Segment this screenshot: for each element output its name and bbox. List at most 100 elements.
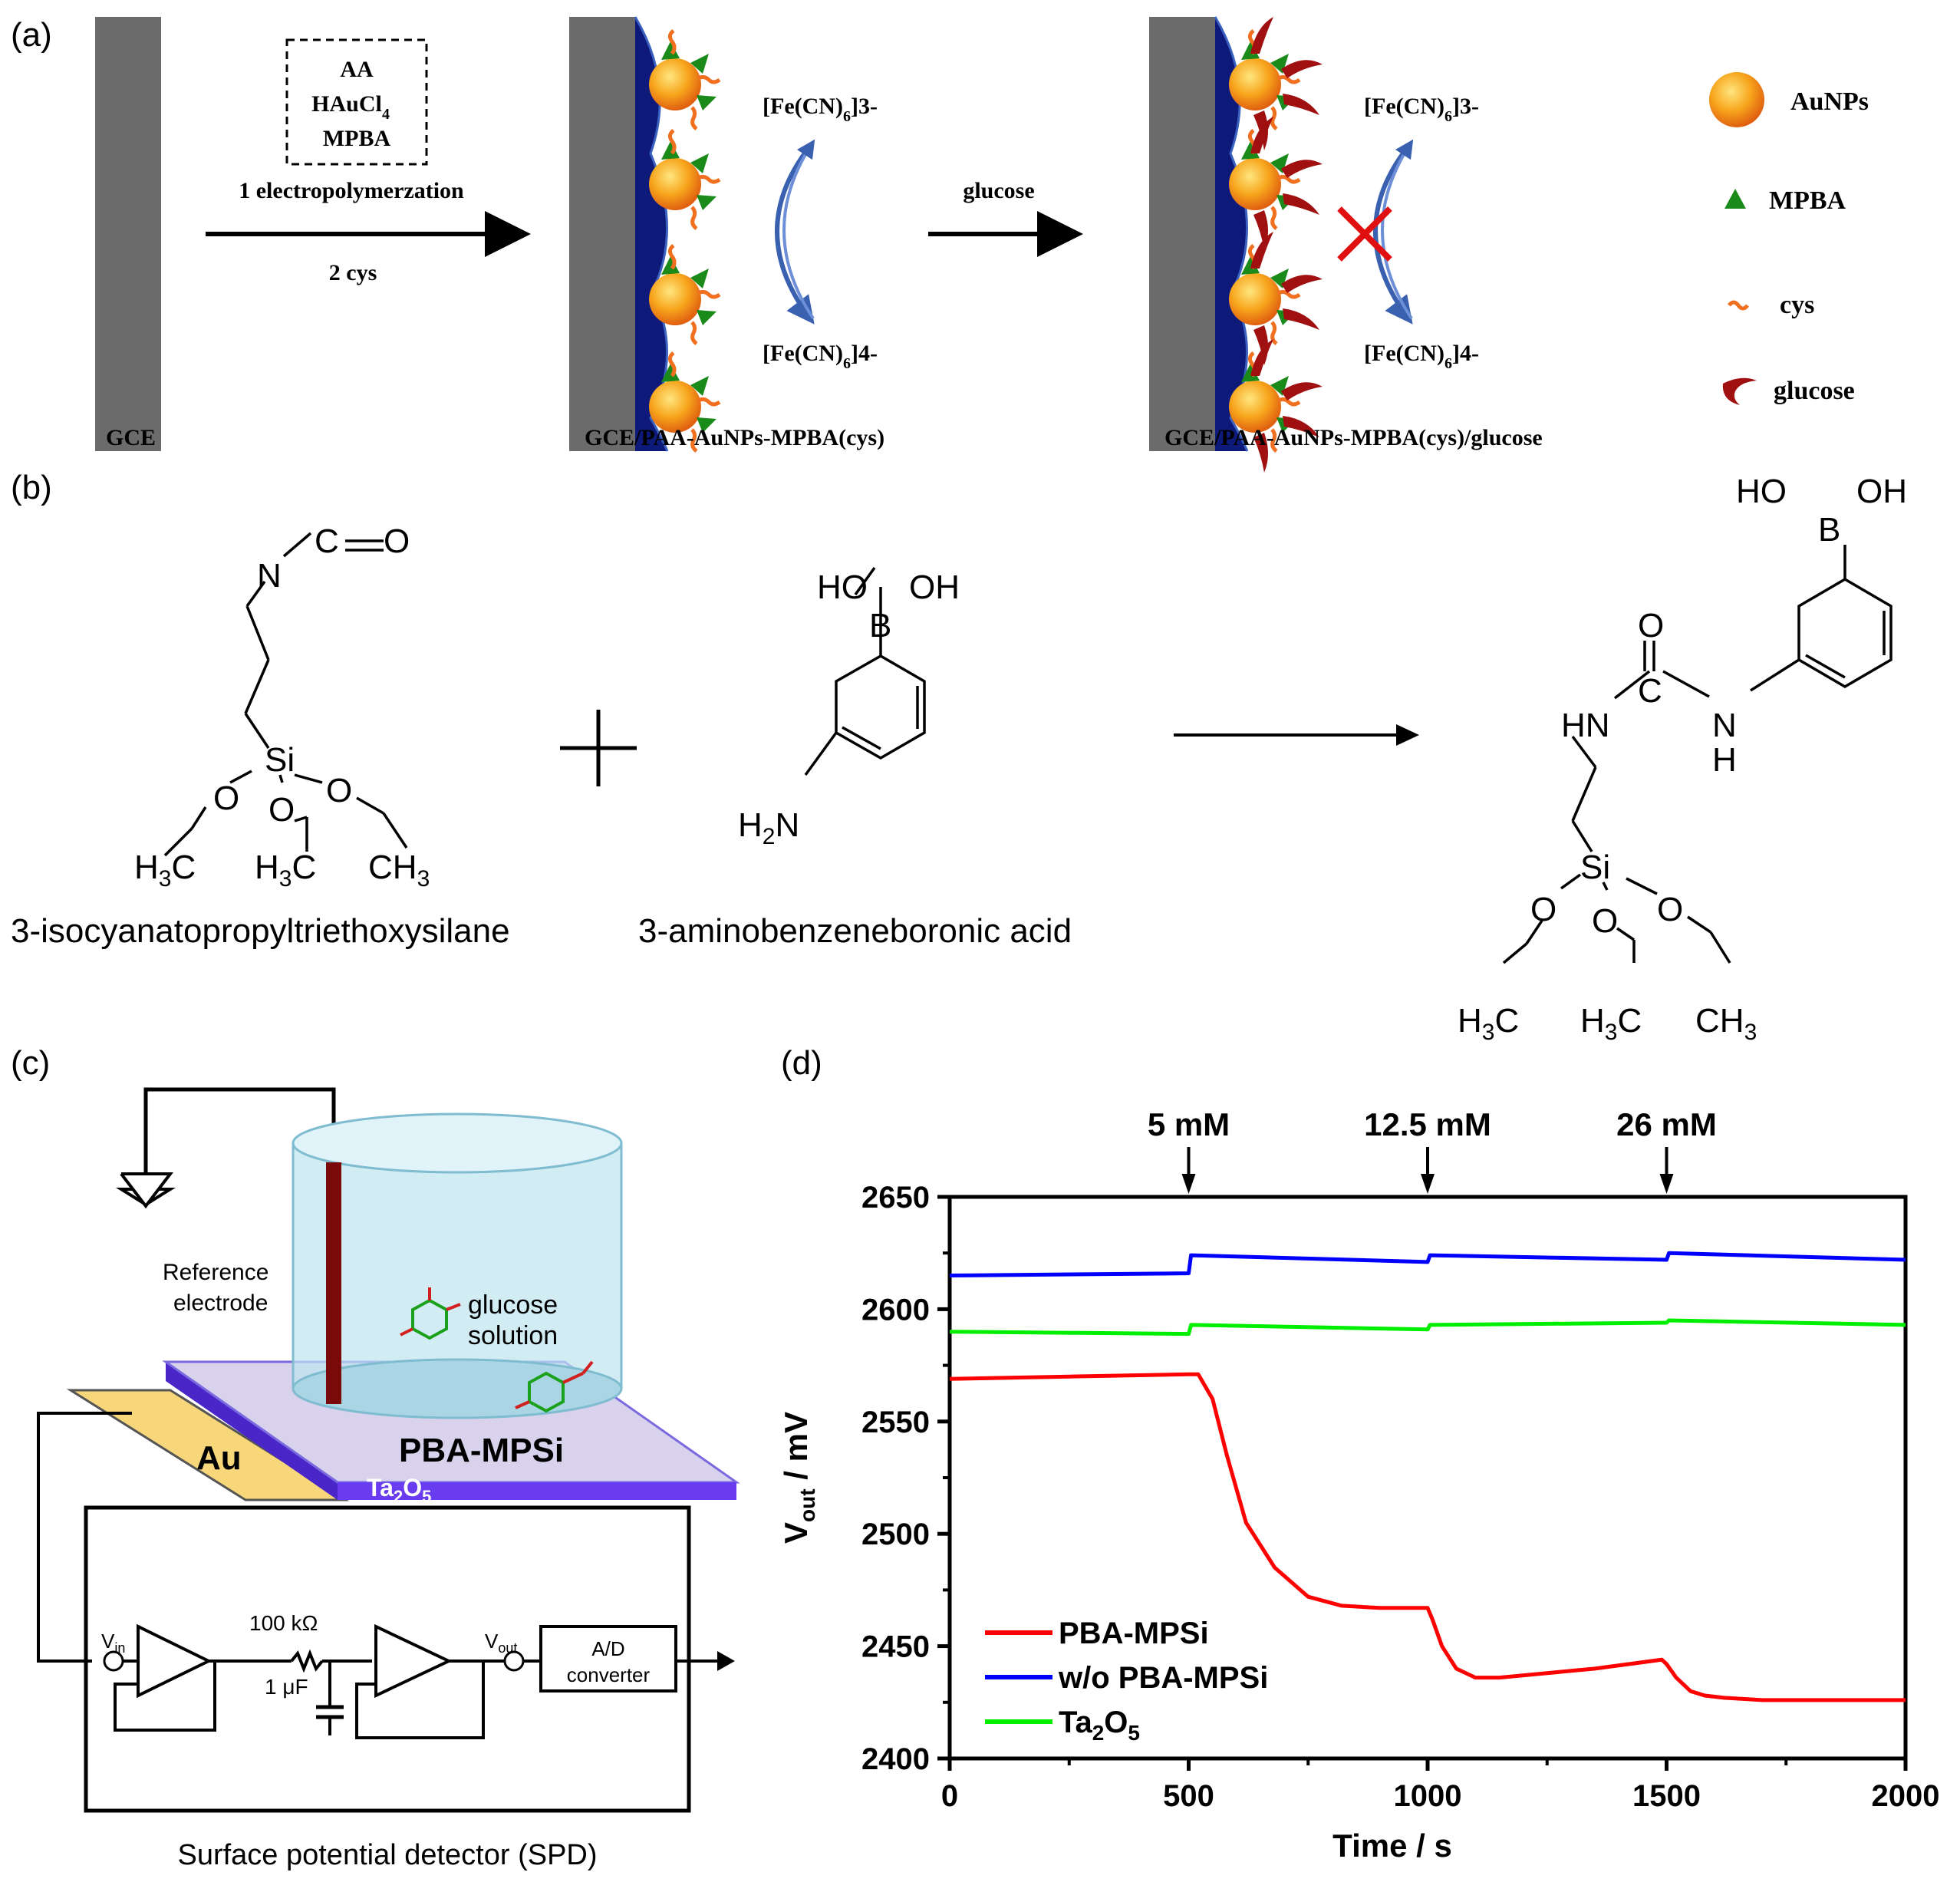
reference-label-1: Reference <box>163 1260 268 1285</box>
y-tick-label: 2450 <box>861 1630 930 1664</box>
atom-o: O <box>384 522 410 560</box>
glucose-legend-icon <box>1722 377 1757 405</box>
product-oh: OH <box>1856 473 1907 510</box>
methyl-2: H3C <box>255 849 316 892</box>
spd-label: Surface potential detector (SPD) <box>177 1839 597 1871</box>
product-structure <box>1502 545 1892 964</box>
annotation-label: 26 mM <box>1616 1106 1717 1142</box>
signal-wire <box>37 1412 132 1663</box>
x-tick-label: 1000 <box>1394 1779 1462 1813</box>
y-tick-label: 2600 <box>861 1293 930 1327</box>
adc-label-2: converter <box>567 1663 651 1686</box>
panel-d-label: (d) <box>781 1044 822 1082</box>
reactant1-structure <box>163 532 408 857</box>
gce-electrode-3 <box>1149 17 1215 451</box>
mpba-legend-icon <box>1724 189 1746 209</box>
atom-c: C <box>315 522 339 560</box>
legend-label-wo-pba-mpsi: w/o PBA-MPSi <box>1058 1661 1268 1695</box>
legend-aunps: AuNPs <box>1790 87 1869 116</box>
step1-label: 1 electropolymerzation <box>239 178 464 203</box>
gce-electrode <box>95 17 161 451</box>
panel-a-label: (a) <box>11 16 52 54</box>
paa-polymer-layer <box>635 17 667 451</box>
legend-cys: cys <box>1780 291 1814 319</box>
adc-label-1: A/D <box>591 1637 624 1660</box>
blocked-cross-icon <box>1337 206 1392 262</box>
vin-label: Vin <box>101 1630 125 1656</box>
capacitor-label: 1 μF <box>265 1675 308 1699</box>
annotation-arrowhead <box>1659 1174 1674 1194</box>
atom-o-3: O <box>326 772 352 809</box>
pba-mpsi-label: PBA-MPSi <box>399 1432 564 1469</box>
au-label: Au <box>196 1439 242 1477</box>
legend-glucose: glucose <box>1774 377 1855 405</box>
plus-sign <box>560 710 637 786</box>
reagent-mpba: MPBA <box>323 126 391 151</box>
reagent-haucl: HAuCl <box>311 91 382 117</box>
panel-b-label: (b) <box>11 469 52 506</box>
reactant2-structure <box>804 566 926 776</box>
annotation-arrowhead <box>1421 1174 1435 1194</box>
glucose-step-label: glucose <box>963 178 1034 203</box>
glucose-molecule-icon-2 <box>515 1360 594 1413</box>
y-axis-title: Vout / mV <box>778 1412 819 1544</box>
series-line-0 <box>949 1372 1906 1702</box>
electrode3-label: GCE/PAA-AuNPs-MPBA(cys)/glucose <box>1164 425 1543 450</box>
product-carbonyl-o: O <box>1638 607 1664 644</box>
atom-oh-2: OH <box>909 569 960 606</box>
gce-label: GCE <box>106 425 156 450</box>
x-tick-label: 500 <box>1163 1779 1214 1813</box>
solution-label-1: glucose <box>468 1290 558 1320</box>
buffer-amp-2 <box>374 1623 453 1699</box>
ferrocyanide-label-2: [Fe(CN)6]4- <box>1364 341 1479 372</box>
y-tick-label: 2400 <box>861 1742 930 1776</box>
product-o-1: O <box>1530 891 1556 928</box>
chart-legend: PBA-MPSi w/o PBA-MPSi Ta2O5 <box>985 1617 1268 1745</box>
spd-box <box>84 1505 691 1813</box>
resistor-label: 100 kΩ <box>249 1611 318 1635</box>
reagent-aa: AA <box>340 57 374 82</box>
x-tick-label: 0 <box>941 1779 958 1813</box>
product-methyl-3: CH3 <box>1695 1002 1757 1045</box>
amine-group: H2N <box>738 806 799 849</box>
panel-c-label: (c) <box>11 1044 50 1082</box>
product-ho: HO <box>1736 473 1787 510</box>
glucose-molecule-icon <box>400 1287 461 1340</box>
redox-arrow-reduction <box>775 143 815 325</box>
product-b: B <box>1818 511 1840 549</box>
atom-o-2: O <box>268 791 295 829</box>
reagent-haucl-sub: 4 <box>382 106 390 123</box>
annotation-label: 5 mM <box>1148 1106 1230 1142</box>
paa-polymer-layer-3 <box>1215 17 1247 451</box>
legend-label-pba-mpsi: PBA-MPSi <box>1059 1617 1209 1650</box>
legend-mpba: MPBA <box>1769 186 1846 215</box>
series-line-2 <box>949 1318 1906 1337</box>
solution-label-2: solution <box>468 1321 558 1350</box>
resistor-icon <box>290 1649 324 1673</box>
x-tick-label: 1500 <box>1632 1779 1701 1813</box>
panel-c: (c) Au Ta2O5 PBA-MPSi Reference electrod… <box>11 1044 740 1871</box>
gce-electrode-2 <box>569 17 635 451</box>
reference-label-2: electrode <box>173 1290 268 1316</box>
ta2o5-layer <box>166 1362 736 1500</box>
product-methyl-2: H3C <box>1580 1002 1642 1045</box>
reference-electrode-rod <box>326 1162 341 1404</box>
ferricyanide-label-2: [Fe(CN)6]3- <box>1364 94 1479 125</box>
product-o-2: O <box>1592 902 1618 940</box>
reagent-box <box>285 38 428 166</box>
y-tick-label: 2500 <box>861 1518 930 1551</box>
reactant1-name: 3-isocyanatopropyltriethoxysilane <box>11 912 510 950</box>
atom-b-2: B <box>869 607 891 644</box>
product-methyl-1: H3C <box>1458 1002 1519 1045</box>
vout-label: Vout <box>485 1630 517 1656</box>
product-nh-n: N <box>1712 707 1737 744</box>
step2-label: 2 cys <box>329 260 377 285</box>
series-line-1 <box>949 1251 1906 1277</box>
product-o-3: O <box>1657 891 1683 928</box>
product-nh-h: H <box>1712 741 1737 779</box>
product-carbonyl-c: C <box>1638 672 1662 710</box>
redox-arrow-oxidation <box>782 139 815 320</box>
atom-o-1: O <box>213 779 239 817</box>
